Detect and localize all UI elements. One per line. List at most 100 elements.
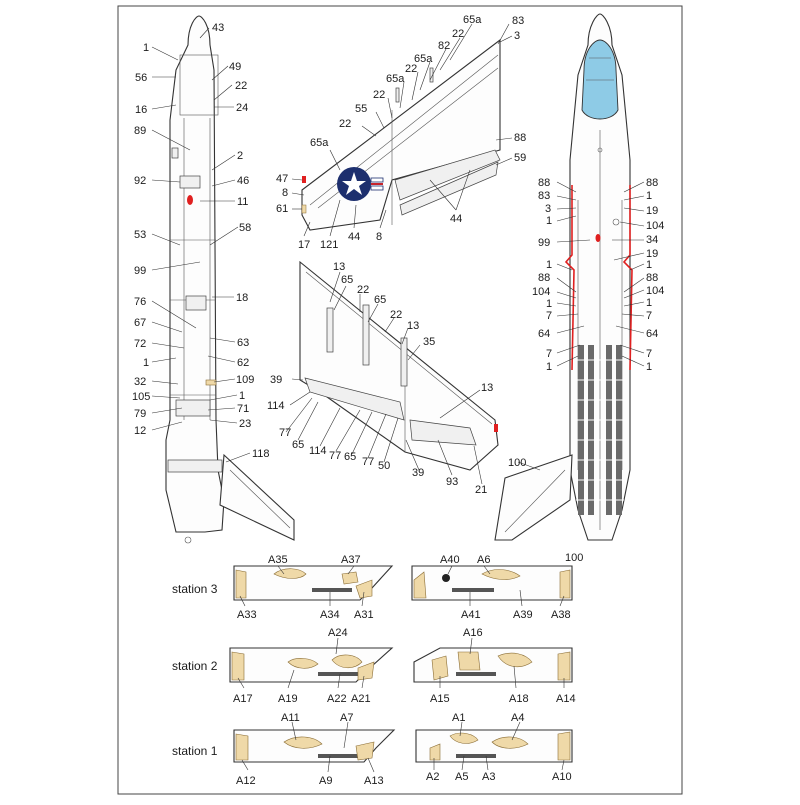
callout: 65 [344, 451, 356, 463]
station-callout: A11 [281, 712, 300, 724]
callout: 88 [646, 177, 658, 189]
callout: 1 [546, 215, 552, 227]
callout: 35 [423, 336, 435, 348]
left-fuselage-callouts: 1 43 56 49 22 16 24 89 2 92 46 11 53 58 … [132, 22, 270, 460]
callout: 114 [309, 445, 327, 457]
callout: 65a [310, 137, 329, 149]
left-fuse-panel [167, 459, 223, 473]
station-callout: A34 [320, 609, 340, 621]
station-callout: A16 [463, 627, 483, 639]
callout: 104 [532, 286, 550, 298]
callout: 65a [414, 53, 433, 65]
callout: 34 [646, 234, 658, 246]
callout: 7 [646, 310, 652, 322]
callout: 13 [407, 320, 419, 332]
right-fuselage-callouts: 88 83 3 1 99 1 88 104 1 7 64 7 1 88 1 19… [508, 177, 664, 469]
station-callout: A33 [237, 609, 257, 621]
callout: 8 [376, 231, 382, 243]
callout: 3 [514, 30, 520, 42]
callout: 67 [134, 317, 146, 329]
callout: 79 [134, 408, 146, 420]
lower-wing-flap [304, 377, 405, 421]
left-red-fold-line [564, 185, 575, 371]
station-callout: A18 [509, 693, 529, 705]
callout: 44 [450, 213, 462, 225]
callout: 77 [279, 427, 291, 439]
callout: 2 [237, 150, 243, 162]
callout: 72 [134, 338, 146, 350]
callout: 46 [237, 175, 249, 187]
station-callout: A39 [513, 609, 533, 621]
left-cockpit-area [179, 54, 219, 116]
callout: 63 [237, 337, 249, 349]
upper-wing-leaders [291, 23, 513, 237]
callout: 8 [282, 187, 288, 199]
callout: 65a [463, 14, 482, 26]
station-label: station 1 [172, 744, 218, 758]
left-fuselage-leaders [151, 27, 251, 463]
lower-wing-callouts: 13 65 22 65 22 13 35 39 13 114 77 65 114… [267, 261, 493, 496]
callout: 92 [134, 175, 146, 187]
callout: 11 [237, 196, 248, 208]
station-callout: A6 [477, 554, 490, 566]
station-label: station 2 [172, 659, 218, 673]
callout: 1 [646, 190, 652, 202]
callout: 49 [229, 61, 241, 73]
callout: 12 [134, 425, 146, 437]
station-callout: A1 [452, 712, 465, 724]
callout: 88 [538, 272, 550, 284]
callout: 22 [452, 28, 464, 40]
callout: 65a [386, 73, 405, 85]
callout: 19 [646, 248, 658, 260]
callout: 53 [134, 229, 146, 241]
left-fuse-panel [179, 175, 201, 189]
callout: 88 [514, 132, 526, 144]
callout: 65 [341, 274, 353, 286]
station-callout: A14 [556, 693, 576, 705]
callout: 77 [362, 456, 374, 468]
callout: 1 [546, 361, 552, 373]
callout: 18 [236, 292, 248, 304]
left-small-circle [184, 536, 192, 544]
callout: 1 [143, 357, 149, 369]
lower-wing-view: 13 65 22 65 22 13 35 39 13 114 77 65 114… [267, 260, 499, 496]
station-3: station 3 A35 A37 A33 [172, 552, 583, 621]
station-callout: A4 [511, 712, 524, 724]
canopy [581, 39, 619, 120]
station-callout: A3 [482, 771, 495, 783]
callout: 109 [236, 374, 254, 386]
callout: 39 [270, 374, 282, 386]
callout: 104 [646, 285, 664, 297]
upper-wing-outline [301, 38, 501, 231]
callout: 82 [438, 40, 450, 52]
callout: 88 [646, 272, 658, 284]
left-fuse-panel [175, 399, 211, 417]
lower-wing-leaders [285, 271, 483, 485]
callout: 1 [646, 259, 652, 271]
callout: 3 [545, 203, 551, 215]
callout: 56 [135, 72, 147, 84]
callout: 39 [412, 467, 424, 479]
left-fuselage-view: 1 43 56 49 22 16 24 89 2 92 46 11 53 58 … [132, 15, 295, 544]
station-callout: A15 [430, 693, 450, 705]
callout: 43 [212, 22, 224, 34]
sheet-border [117, 5, 683, 795]
red-light-marker [187, 195, 193, 205]
callout: 99 [538, 237, 550, 249]
station-callout: A35 [268, 554, 288, 566]
callout: 1 [646, 361, 652, 373]
callout: 22 [357, 284, 369, 296]
callout: 22 [405, 63, 417, 75]
upper-wing-callouts: 83 3 65a 22 82 65a 22 65a 22 55 22 88 65… [276, 14, 526, 251]
callout: 62 [237, 357, 249, 369]
callout: 77 [329, 450, 341, 462]
callout: 118 [252, 448, 270, 460]
lower-wingtip-red-light [494, 424, 498, 432]
callout: 1 [546, 259, 552, 271]
station-2-right-pylon [413, 647, 573, 683]
left-fuse-panel [171, 147, 179, 159]
right-fuselage-view: 88 83 3 1 99 1 88 104 1 7 64 7 1 88 1 19… [494, 13, 664, 541]
callout: 24 [236, 102, 248, 114]
station-callout: A24 [328, 627, 348, 639]
right-red-fold-line [622, 185, 633, 371]
